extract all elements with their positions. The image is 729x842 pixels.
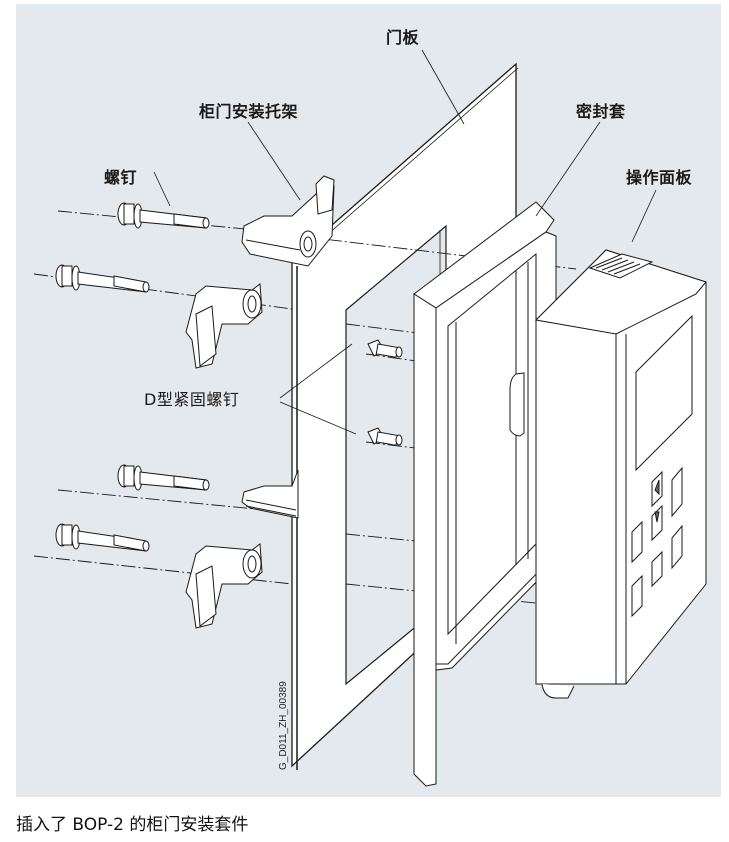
leader-lines <box>153 49 657 435</box>
up-arrow-icon <box>654 479 660 496</box>
d-type-screw-2 <box>367 427 403 446</box>
mounting-bracket-3 <box>241 469 299 519</box>
label-seal: 密封套 <box>576 102 626 121</box>
operator-panel <box>534 249 707 699</box>
label-screw: 螺钉 <box>104 168 138 187</box>
screw-2 <box>55 264 150 293</box>
seal-frame <box>413 201 557 787</box>
label-door-panel: 门板 <box>386 28 420 47</box>
screw-1 <box>117 202 210 229</box>
figure-caption: 插入了 BOP-2 的柜门安装套件 <box>16 815 249 835</box>
line-drawing <box>33 49 707 787</box>
label-door-mounting-bracket: 柜门安装托架 <box>199 102 299 121</box>
screw-4 <box>55 523 150 552</box>
exploded-view-figure: 门板 柜门安装托架 密封套 螺钉 操作面板 D型紧固螺钉 G_D011_ZH_0… <box>16 4 721 797</box>
mounting-bracket-1 <box>241 175 335 267</box>
d-type-screw-1 <box>367 339 403 358</box>
mounting-bracket-2 <box>185 283 263 369</box>
mounting-bracket-4 <box>185 543 263 629</box>
label-d-type-fixing-screw: D型紧固螺钉 <box>144 390 240 409</box>
label-operator-panel: 操作面板 <box>626 168 693 187</box>
screw-3 <box>117 464 210 491</box>
down-arrow-icon <box>654 511 660 523</box>
drawing-id: G_D011_ZH_00389 <box>278 681 289 770</box>
